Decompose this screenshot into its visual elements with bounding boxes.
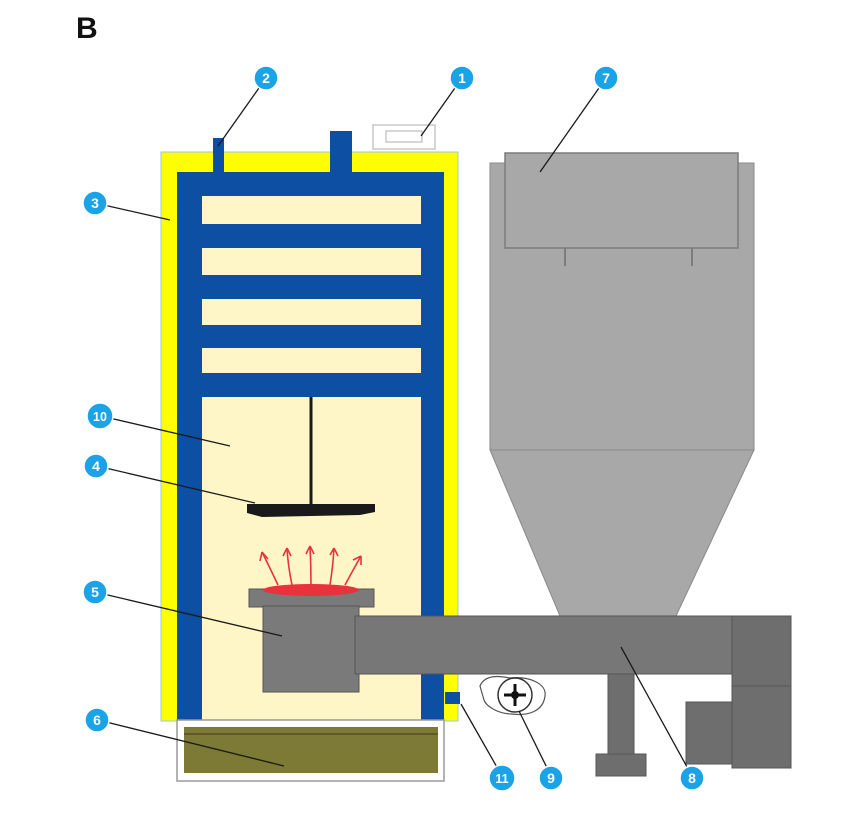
controller-box [372, 124, 436, 150]
callout-1: 1 [449, 65, 475, 91]
leader-lines [94, 77, 693, 777]
svg-text:5: 5 [91, 584, 99, 600]
svg-text:11: 11 [495, 772, 508, 786]
flue-passage-3 [202, 299, 421, 325]
flue-passage-1 [202, 196, 421, 224]
fan [479, 675, 546, 716]
flue-passage-4 [202, 348, 421, 373]
baffle [247, 397, 375, 517]
auger-motor [731, 685, 792, 769]
flame-arrows [259, 545, 362, 586]
svg-text:9: 9 [547, 770, 555, 786]
callout-5: 5 [82, 579, 108, 605]
panel-label: B [76, 12, 98, 45]
svg-text:10: 10 [93, 410, 107, 424]
flow-pipe-stub [330, 131, 352, 174]
callout-10: 10 [86, 402, 114, 430]
sensor-fitting [445, 692, 460, 704]
callout-9: 9 [538, 765, 564, 791]
callout-6: 6 [84, 707, 110, 733]
feed-auger [354, 615, 792, 777]
callout-4: 4 [83, 453, 109, 479]
svg-text:8: 8 [688, 770, 696, 786]
boiler [160, 124, 460, 782]
return-pipe-stub [213, 138, 224, 174]
callout-3: 3 [82, 190, 108, 216]
svg-text:2: 2 [262, 70, 270, 86]
ash-tray [176, 719, 445, 782]
burner [248, 584, 375, 693]
pellet-hopper [489, 152, 755, 617]
callout-2: 2 [253, 65, 279, 91]
auger-stand [607, 673, 635, 755]
svg-text:6: 6 [93, 712, 101, 728]
callout-8: 8 [679, 765, 705, 791]
callout-11: 11 [488, 764, 516, 792]
burning-pellets [263, 584, 359, 596]
svg-text:7: 7 [602, 70, 610, 86]
svg-text:3: 3 [91, 195, 99, 211]
svg-text:4: 4 [92, 458, 100, 474]
callout-7: 7 [593, 65, 619, 91]
hopper-lid [504, 152, 739, 249]
flue-passage-2 [202, 248, 421, 275]
svg-text:1: 1 [458, 70, 466, 86]
auger-motor-housing [731, 615, 792, 687]
